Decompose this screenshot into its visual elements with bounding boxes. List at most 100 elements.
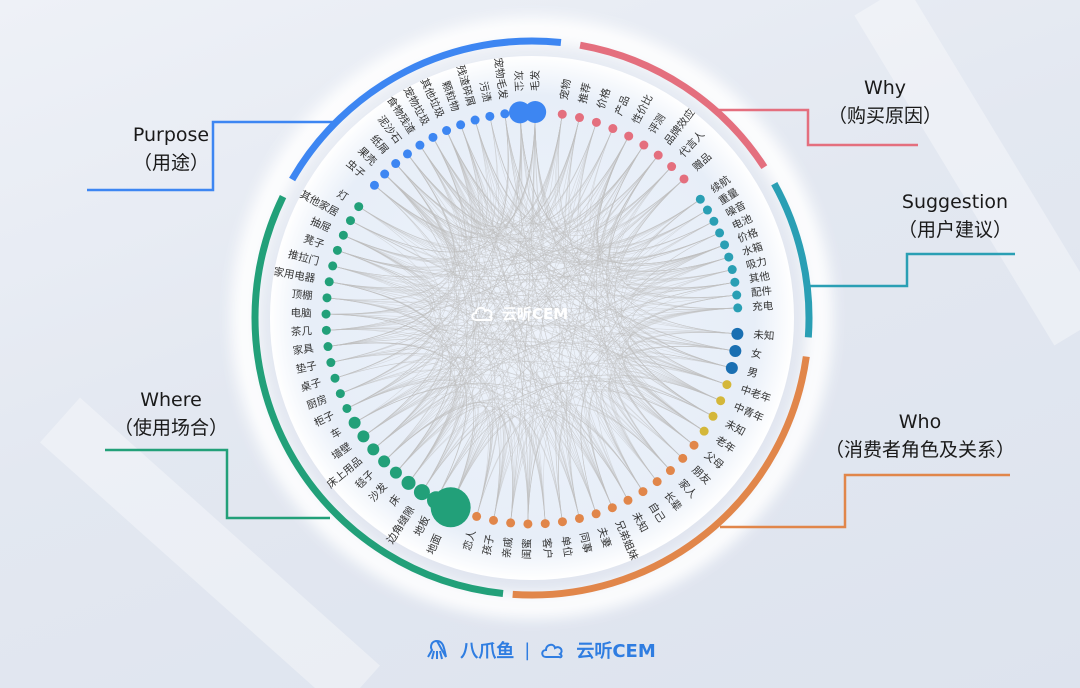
node-suggestion-7 [730, 277, 740, 287]
node-who-12 [623, 495, 633, 505]
chord-link [504, 113, 614, 220]
chord-link [363, 331, 738, 437]
chord-link [337, 250, 453, 473]
node-where-21 [345, 216, 355, 226]
chord-link [421, 135, 629, 493]
node-why-6 [653, 150, 663, 160]
leader-purpose [87, 120, 336, 192]
chord-link [332, 265, 683, 459]
node-where-19 [332, 245, 342, 255]
chord-link [340, 199, 701, 394]
node-who-3 [722, 380, 732, 390]
node-why-7 [667, 162, 677, 172]
chord-link [558, 114, 732, 369]
leader-lines [87, 108, 1015, 529]
chord-link [435, 374, 721, 501]
node-purpose-6 [442, 126, 452, 136]
chord-link [395, 163, 705, 432]
chord-link [493, 112, 536, 521]
node-who-11 [638, 487, 648, 497]
ring-glow [231, 17, 833, 619]
chord-link [326, 328, 728, 385]
chord-link [446, 130, 733, 280]
chord-link [326, 297, 513, 523]
chord-link [383, 166, 672, 462]
node-who-16 [557, 517, 567, 527]
node-where-11 [330, 373, 340, 383]
node-purpose-2 [500, 109, 510, 119]
chord-link [395, 383, 705, 473]
chord-link [395, 404, 493, 517]
chord-link [374, 124, 484, 240]
node-suggestion-8 [732, 290, 742, 300]
node-label-who-16: 单位 [559, 535, 575, 558]
chord-link [346, 379, 597, 514]
chord-link [340, 368, 671, 471]
chord-link [460, 124, 613, 508]
brand-yunting: 云听CEM [576, 641, 656, 662]
chord-link [329, 281, 444, 450]
node-who-13 [607, 503, 617, 513]
chord-link [326, 313, 467, 501]
node-who-15 [574, 513, 584, 523]
chord-link [337, 250, 436, 394]
node-purpose-7 [428, 132, 438, 142]
node-purpose-11 [380, 169, 390, 179]
chord-link [419, 124, 489, 227]
chord-link [354, 378, 452, 462]
chord-link [568, 199, 701, 519]
node-purpose-9 [402, 149, 412, 159]
chord-link [334, 112, 521, 379]
chord-link [332, 265, 546, 524]
chord-link [350, 220, 733, 286]
chord-link [527, 135, 629, 524]
chord-link [384, 144, 645, 240]
node-who-20 [488, 515, 498, 525]
node-where-4 [389, 466, 402, 479]
node-where-8 [348, 416, 361, 429]
chord-link [329, 281, 475, 508]
chord-link [337, 232, 720, 281]
chord-link [476, 410, 644, 517]
node-who-19 [506, 518, 516, 528]
node-who-5 [708, 411, 718, 421]
node-who-1 [729, 345, 742, 358]
chord-link [460, 124, 728, 385]
chord-link [343, 145, 462, 263]
chord-link [578, 122, 701, 245]
node-why-3 [608, 124, 618, 134]
node-suggestion-0 [695, 194, 705, 204]
node-who-10 [652, 477, 662, 487]
chord-link [326, 137, 466, 301]
chord-link [326, 234, 434, 331]
label-purpose: Purpose（用途） [132, 124, 210, 174]
chord-link [332, 265, 735, 298]
chord-link [326, 297, 456, 484]
chord-link [332, 265, 629, 501]
node-why-5 [639, 140, 649, 150]
node-purpose-8 [415, 140, 425, 150]
chord-link [326, 297, 644, 492]
chord-link [435, 221, 715, 501]
brand-octoparse: 八爪鱼 [460, 641, 515, 662]
chord-link [346, 378, 476, 508]
node-where-22 [354, 202, 364, 212]
node-where-5 [378, 455, 391, 468]
node-suggestion-5 [724, 252, 734, 262]
node-label-where-12: 垫子 [295, 359, 318, 376]
node-label-who-14: 夫妻 [595, 525, 614, 549]
chord-link [421, 256, 729, 493]
chord-link [432, 137, 546, 524]
node-label-why-2: 价格 [594, 86, 613, 110]
chord-link [435, 413, 505, 521]
chord-link [340, 369, 458, 484]
chord-link [326, 297, 736, 352]
chord-link [384, 173, 597, 514]
chord-link [534, 112, 629, 501]
chord-link [340, 178, 685, 394]
chord-link [510, 178, 685, 523]
chord-link [450, 416, 516, 523]
chord-link [346, 124, 481, 409]
chord-link [326, 313, 695, 446]
chord-link [326, 250, 433, 303]
